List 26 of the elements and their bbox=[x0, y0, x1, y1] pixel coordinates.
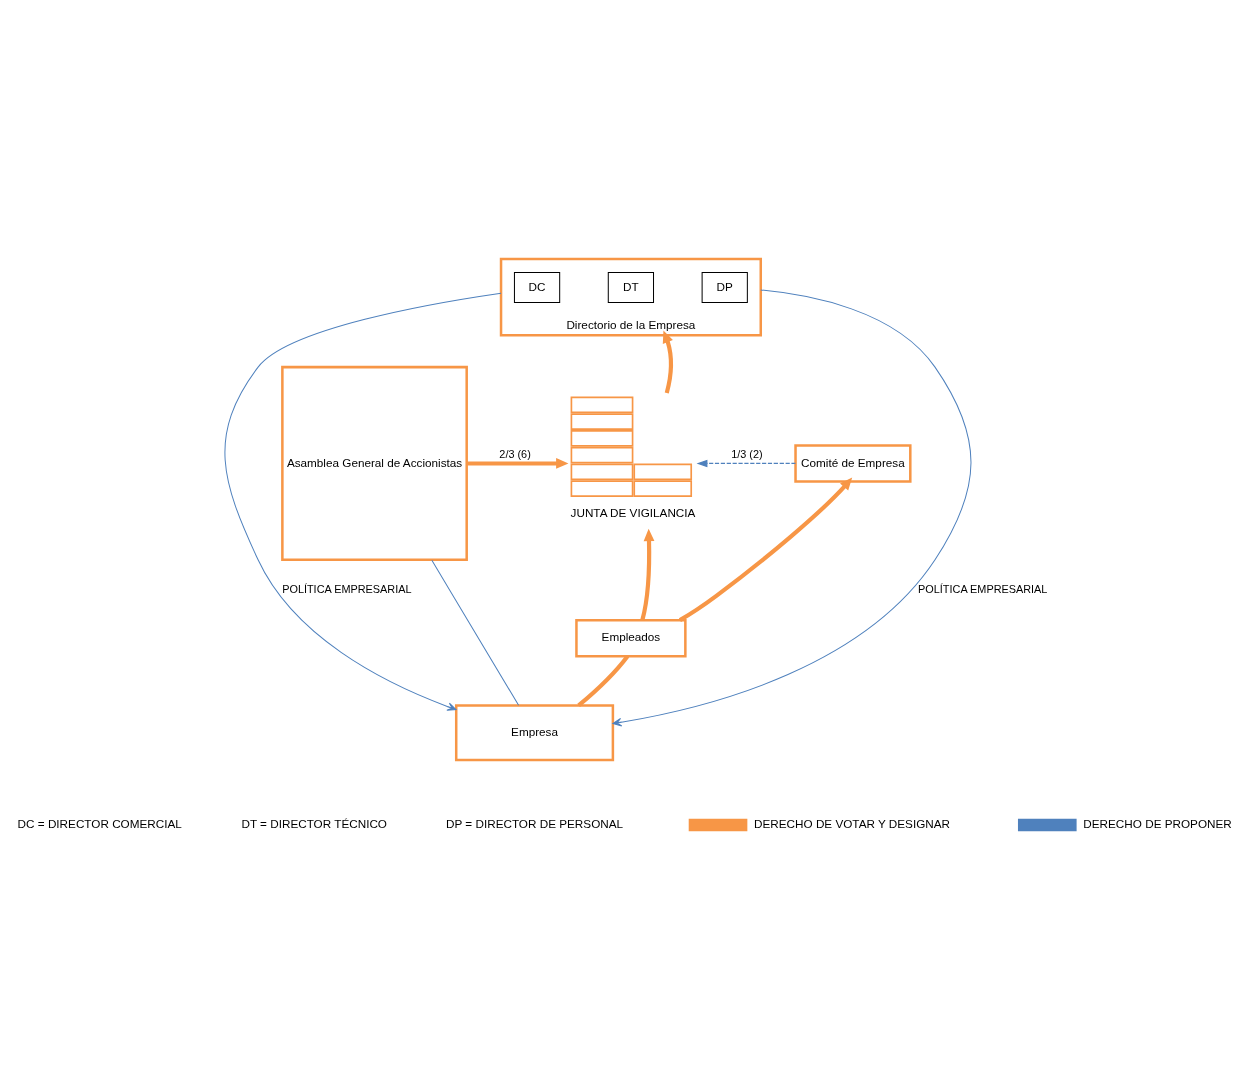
arrow bbox=[612, 289, 972, 726]
legend-label: DERECHO DE VOTAR Y DESIGNAR bbox=[754, 816, 951, 830]
node-label: JUNTA DE VIGILANCIA bbox=[570, 505, 696, 519]
connector bbox=[577, 654, 630, 707]
node-box: DP bbox=[701, 271, 748, 303]
arrow bbox=[224, 292, 502, 711]
connector bbox=[431, 559, 520, 706]
edge-label: 2/3 (6) bbox=[499, 447, 531, 460]
arrow bbox=[662, 329, 674, 394]
label: DC = DIRECTOR COMERCIAL bbox=[17, 816, 182, 830]
legend-label: DERECHO DE PROPONER bbox=[1083, 816, 1232, 830]
arrow bbox=[696, 459, 797, 467]
node-box: Empleados bbox=[575, 618, 687, 657]
arrow bbox=[466, 457, 569, 469]
node-box: Empresa bbox=[454, 703, 615, 761]
arrow bbox=[678, 477, 853, 622]
label: DT = DIRECTOR TÉCNICO bbox=[241, 816, 387, 830]
arrow bbox=[640, 528, 655, 620]
edge-label: POLÍTICA EMPRESARIAL bbox=[918, 582, 1048, 595]
node-box: Comité de Empresa bbox=[794, 443, 912, 483]
edge-label: 1/3 (2) bbox=[731, 447, 763, 460]
node-box: DT bbox=[607, 271, 655, 303]
label: DP = DIRECTOR DE PERSONAL bbox=[446, 816, 624, 830]
node-box: Asamblea General de Accionistas bbox=[281, 365, 468, 561]
edge-label: POLÍTICA EMPRESARIAL bbox=[282, 582, 412, 595]
node-box: DC bbox=[513, 271, 561, 303]
